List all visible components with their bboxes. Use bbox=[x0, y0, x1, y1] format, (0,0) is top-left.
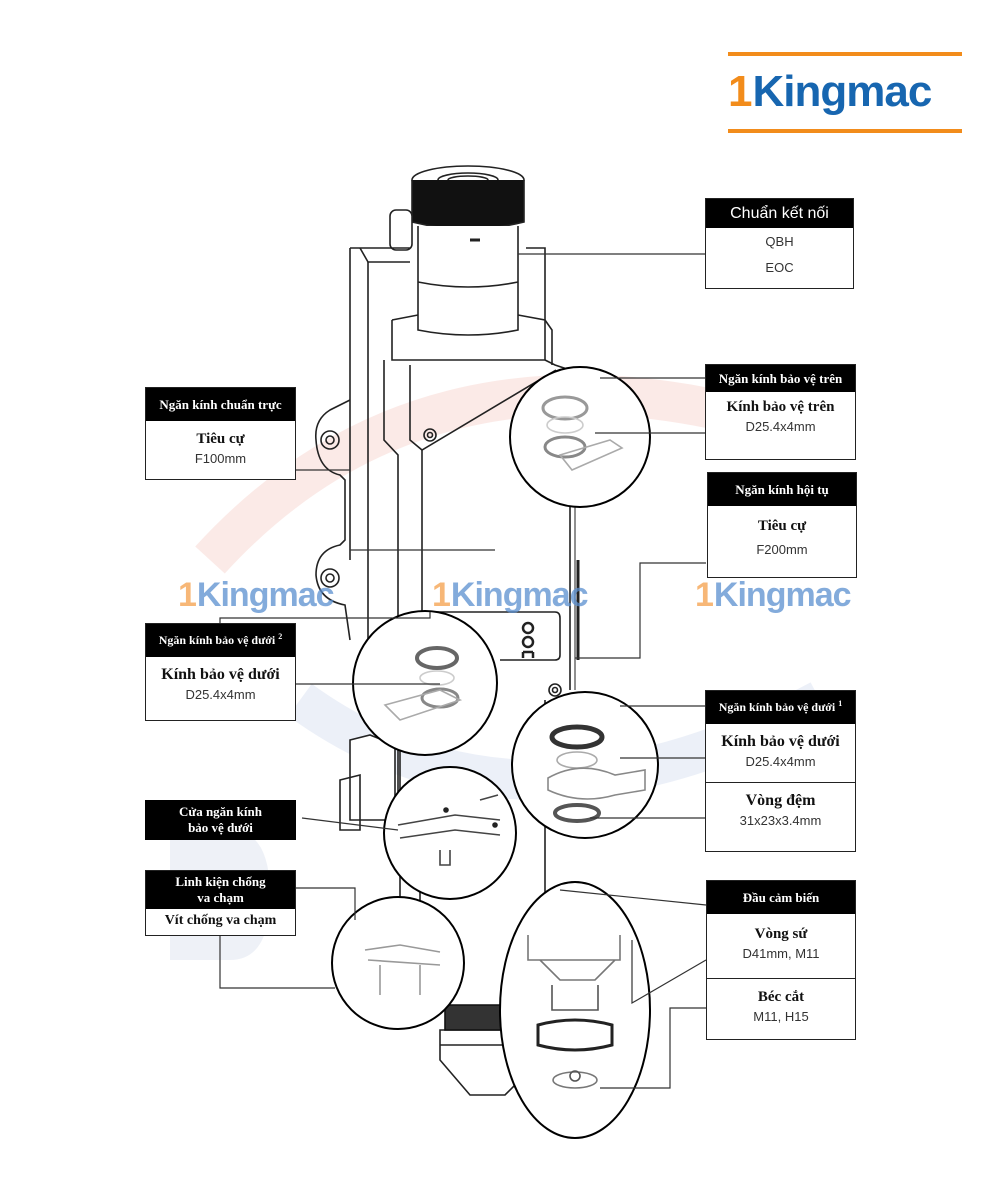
watermark-text: Kingmac bbox=[713, 576, 852, 614]
callout-lower-protective-1: Ngăn kính bảo vệ dưới 1 Kính bảo vệ dưới… bbox=[705, 690, 856, 852]
callout-item: Tiêu cự bbox=[196, 431, 245, 447]
magnifier-lower-door bbox=[383, 766, 517, 900]
callout-title-line1: Cửa ngăn kính bbox=[179, 804, 262, 819]
magnifier-upper-protective bbox=[509, 366, 651, 508]
callout-spec-2: 31x23x3.4mm bbox=[739, 813, 822, 828]
callout-item-2: Vòng đệm bbox=[745, 792, 816, 809]
callout-title: Ngăn kính bảo vệ dưới 1 bbox=[706, 691, 855, 724]
callout-title: Ngăn kính hội tụ bbox=[708, 473, 856, 506]
callout-title-line1: Linh kiện chống bbox=[175, 874, 266, 889]
callout-item: Kính bảo vệ dưới bbox=[161, 666, 280, 683]
callout-lower-protective-2: Ngăn kính bảo vệ dưới 2 Kính bảo vệ dưới… bbox=[145, 623, 296, 721]
watermark-center: 1Kingmac bbox=[432, 575, 589, 615]
callout-title: Linh kiện chống va chạm bbox=[146, 871, 295, 909]
callout-title-text: Ngăn kính bảo vệ dưới bbox=[718, 700, 836, 714]
callout-spec: F200mm bbox=[756, 542, 808, 557]
logo-one: 1 bbox=[728, 67, 753, 116]
callout-item: Kính bảo vệ trên bbox=[726, 399, 835, 415]
callout-title-sup: 2 bbox=[278, 632, 283, 641]
callout-title-text: Ngăn kính bảo vệ dưới bbox=[158, 633, 276, 647]
qbh-connector bbox=[389, 165, 525, 336]
watermark-one: 1 bbox=[695, 576, 714, 614]
callout-upper-protective: Ngăn kính bảo vệ trên Kính bảo vệ trên D… bbox=[705, 364, 856, 460]
callout-title: Chuẩn kết nối bbox=[706, 199, 853, 228]
callout-connector: Chuẩn kết nối QBH EOC bbox=[705, 198, 854, 289]
logo-wordmark: 1Kingmac bbox=[728, 62, 932, 122]
callout-spec: D25.4x4mm bbox=[745, 419, 816, 434]
callout-item: Kính bảo vệ dưới bbox=[721, 733, 840, 750]
watermark-one: 1 bbox=[432, 576, 451, 614]
callout-spec: D25.4x4mm bbox=[745, 754, 816, 769]
callout-value-eoc: EOC bbox=[765, 260, 794, 275]
callout-title: Cửa ngăn kính bảo vệ dưới bbox=[145, 800, 296, 840]
callout-item: Vít chống va chạm bbox=[164, 913, 277, 928]
callout-item: Vòng sứ bbox=[754, 926, 808, 942]
watermark-text: Kingmac bbox=[450, 576, 589, 614]
callout-title: Ngăn kính bảo vệ dưới 2 bbox=[146, 624, 295, 657]
callout-title: Ngăn kính chuẩn trực bbox=[146, 388, 295, 421]
callout-spec: F100mm bbox=[194, 451, 247, 466]
callout-item-2: Béc cắt bbox=[757, 989, 805, 1005]
callout-value-qbh: QBH bbox=[765, 234, 794, 249]
callout-spec: D25.4x4mm bbox=[185, 687, 256, 702]
callout-spec: D41mm, M11 bbox=[742, 946, 820, 961]
plate-engraving bbox=[521, 621, 535, 658]
callout-spec-2: M11, H15 bbox=[753, 1009, 809, 1024]
callout-title-line2: va chạm bbox=[197, 890, 244, 905]
callout-focusing: Ngăn kính hội tụ Tiêu cự F200mm bbox=[707, 472, 857, 578]
callout-sensor-head: Đầu cảm biến Vòng sứ D41mm, M11 Béc cắt … bbox=[706, 880, 856, 1040]
logo-bar-bottom bbox=[728, 129, 962, 133]
kingmac-logo: 1Kingmac bbox=[728, 50, 962, 136]
leader-lines bbox=[219, 253, 707, 1089]
callout-title-sup: 1 bbox=[838, 699, 843, 708]
watermark-left: 1Kingmac bbox=[178, 575, 335, 615]
callout-title: Đầu cảm biến bbox=[707, 881, 855, 914]
callout-title-line2: bảo vệ dưới bbox=[188, 820, 253, 835]
watermark-one: 1 bbox=[178, 576, 197, 614]
magnifier-lower-protective-2 bbox=[352, 610, 498, 756]
callout-title: Ngăn kính bảo vệ trên bbox=[706, 365, 855, 392]
watermark-text: Kingmac bbox=[196, 576, 335, 614]
callout-anti-collision: Linh kiện chống va chạm Vít chống va chạ… bbox=[145, 870, 296, 936]
logo-text: Kingmac bbox=[752, 67, 932, 116]
logo-bar-top bbox=[728, 52, 962, 56]
callout-lower-door: Cửa ngăn kính bảo vệ dưới bbox=[145, 800, 296, 840]
magnifier-anti-collision bbox=[331, 896, 465, 1030]
callout-collimating: Ngăn kính chuẩn trực Tiêu cự F100mm bbox=[145, 387, 296, 480]
watermark-right: 1Kingmac bbox=[695, 575, 852, 615]
magnifier-lower-protective-1 bbox=[511, 691, 659, 839]
magnifier-sensor-head bbox=[499, 881, 651, 1139]
callout-item: Tiêu cự bbox=[757, 518, 807, 534]
